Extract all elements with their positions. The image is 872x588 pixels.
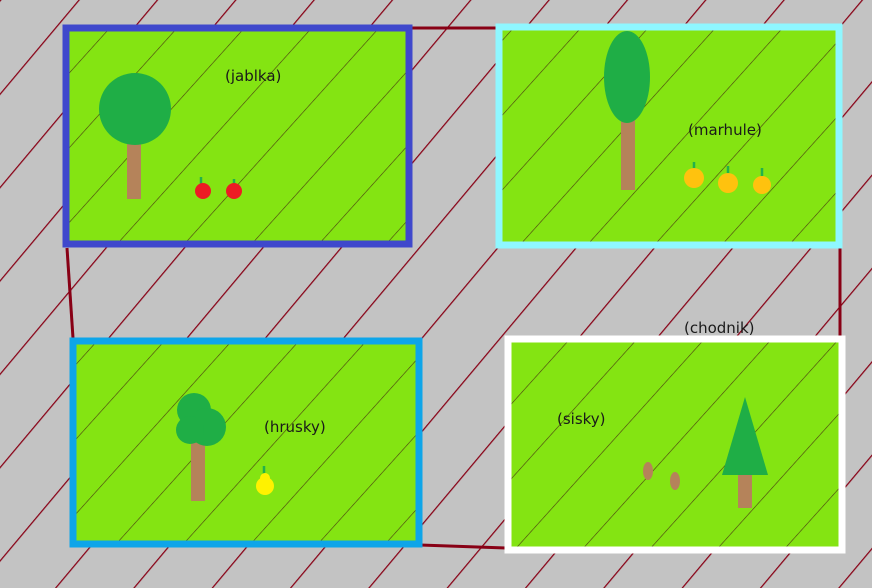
tree-trunk <box>738 470 752 508</box>
tree-trunk <box>621 118 635 190</box>
apple-icon <box>226 179 242 199</box>
plot-apples: (jablka) <box>62 24 413 248</box>
label-pears: (hrusky) <box>264 418 326 436</box>
plot-apricots: (marhule) <box>495 23 843 249</box>
tree-trunk <box>127 140 141 199</box>
pear-icon <box>256 466 274 495</box>
cone-icon <box>643 462 653 480</box>
spruce-tree-crown <box>722 397 768 475</box>
label-cones: (sisky) <box>557 410 606 428</box>
apricot-tree-crown <box>604 31 650 123</box>
label-apricots: (marhule) <box>688 121 762 139</box>
cone-icon <box>670 472 680 490</box>
apricot-icon <box>753 168 771 194</box>
connector-paths <box>65 26 842 550</box>
plot-pears: (hrusky) <box>69 337 423 548</box>
plot-cones: (sisky) <box>504 335 846 554</box>
label-apples: (jablka) <box>225 67 281 85</box>
apricot-icon <box>718 166 738 193</box>
apricot-icon <box>684 162 704 188</box>
pear-tree-crown <box>176 393 226 446</box>
apple-tree-crown <box>99 73 171 145</box>
apple-icon <box>195 177 211 199</box>
tree-trunk <box>191 440 205 501</box>
label-path: (chodnik) <box>684 319 755 337</box>
